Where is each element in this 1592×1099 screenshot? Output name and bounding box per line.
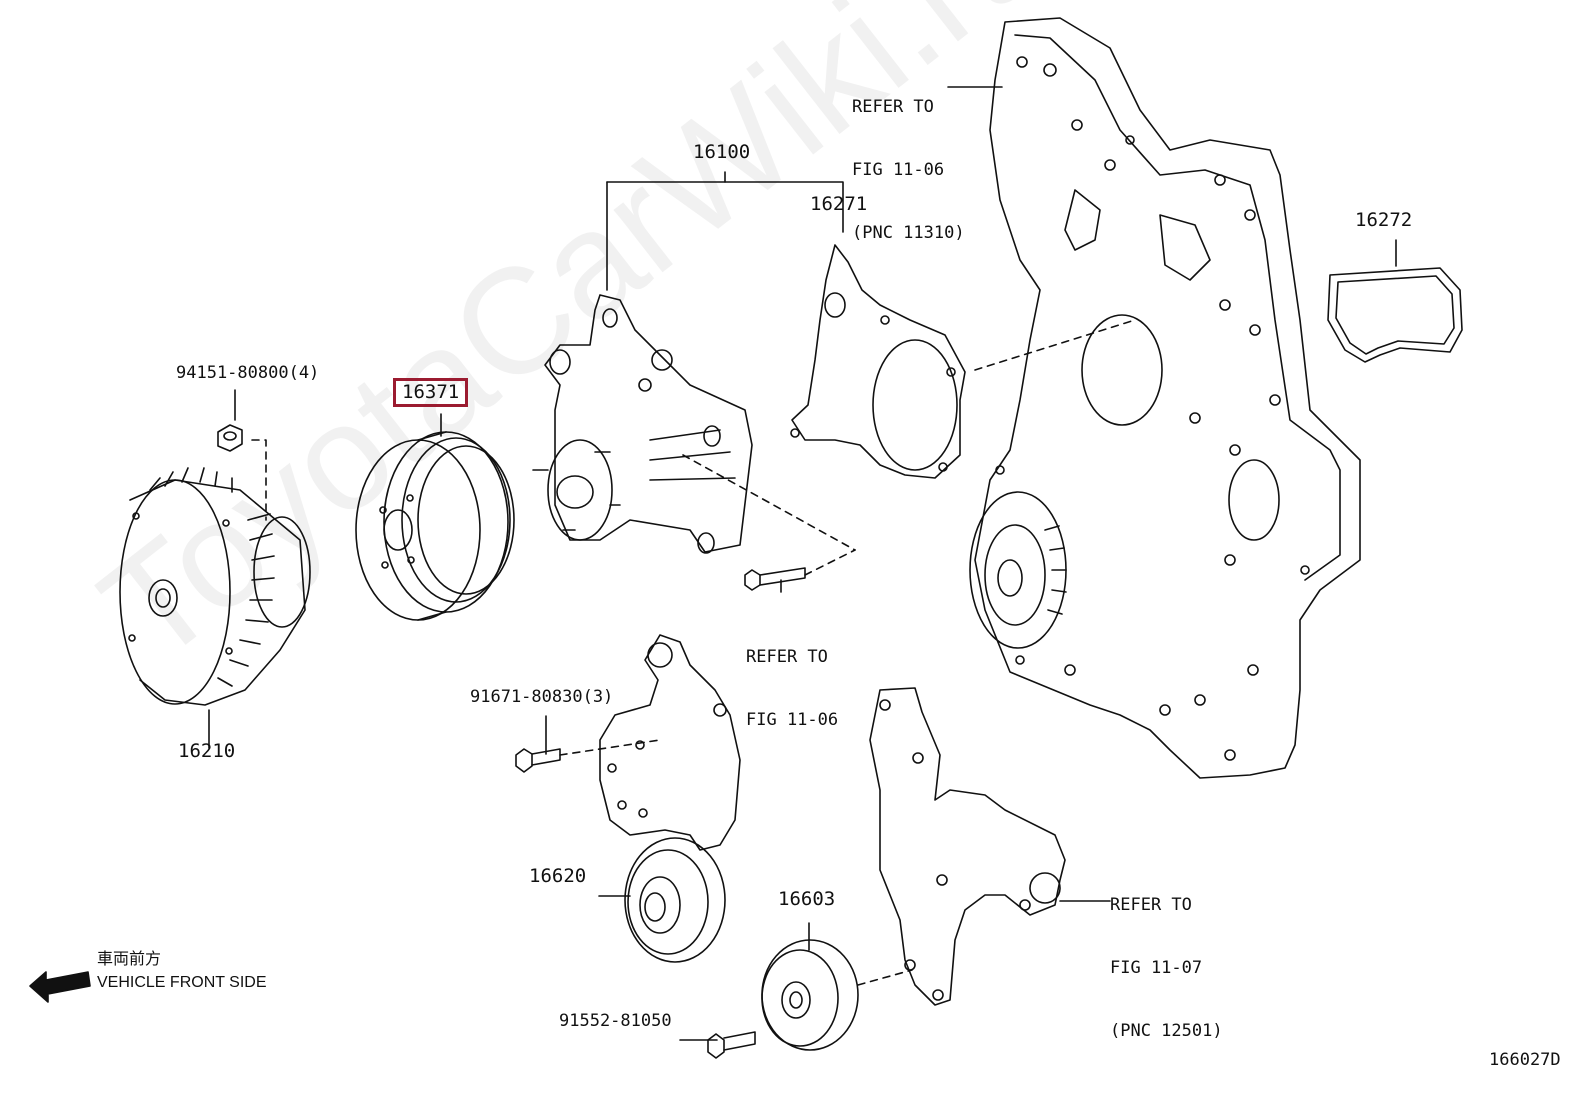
label-16210[interactable]: 16210 — [178, 740, 236, 762]
label-94151[interactable]: 94151-80800(4) — [176, 363, 320, 383]
orientation-japanese: 車両前方 — [97, 951, 162, 968]
bolt-91552 — [707, 1031, 756, 1059]
refer-line: (PNC 12501) — [1110, 1021, 1223, 1041]
refer-line: FIG 11-07 — [1110, 958, 1203, 978]
orientation-english: VEHICLE FRONT SIDE — [97, 974, 267, 991]
label-16272[interactable]: 16272 — [1355, 209, 1413, 231]
figure-id: 166027D — [1489, 1050, 1561, 1070]
water-pump-16100 — [532, 294, 753, 554]
label-16271[interactable]: 16271 — [810, 193, 868, 215]
label-16620[interactable]: 16620 — [529, 865, 587, 887]
front-arrow-icon — [29, 971, 91, 1003]
gasket-16272 — [1327, 267, 1463, 363]
refer-line: FIG 11-06 — [746, 710, 839, 730]
refer-line: (PNC 11310) — [852, 223, 965, 243]
refer-note-top: REFER TO FIG 11-06 (PNC 11310) — [852, 55, 965, 265]
nut-94151 — [217, 424, 243, 452]
label-16603[interactable]: 16603 — [778, 888, 836, 910]
idler-16603 — [761, 939, 859, 1051]
label-16100[interactable]: 16100 — [693, 141, 751, 163]
label-91552[interactable]: 91552-81050 — [559, 1011, 672, 1031]
refer-line: FIG 11-06 — [852, 160, 945, 180]
refer-line: REFER TO — [1110, 895, 1192, 915]
gasket-16271 — [790, 244, 966, 479]
pulley-16371 — [355, 431, 515, 621]
refer-line: REFER TO — [746, 647, 828, 667]
bolt-refer-fig — [744, 567, 806, 591]
refer-line: REFER TO — [852, 97, 934, 117]
refer-note-mid: REFER TO FIG 11-06 — [746, 605, 838, 752]
bolt-91671 — [515, 748, 561, 773]
timing-cover — [969, 17, 1361, 779]
bracket-12501 — [869, 687, 1066, 1006]
label-16371-highlighted[interactable]: 16371 — [393, 378, 469, 407]
fan-clutch-16210 — [119, 467, 311, 706]
refer-note-right: REFER TO FIG 11-07 (PNC 12501) — [1110, 853, 1223, 1063]
tensioner-16620 — [599, 634, 741, 963]
label-91671[interactable]: 91671-80830(3) — [470, 687, 614, 707]
alignment-lines — [251, 319, 1136, 986]
